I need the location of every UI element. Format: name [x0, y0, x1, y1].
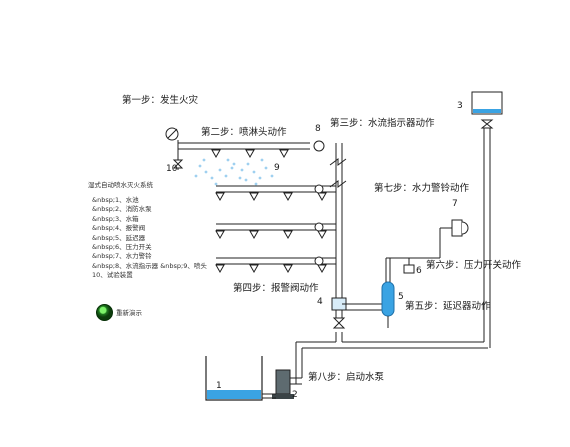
component-number-9: 9 [274, 163, 280, 173]
sprinkler-head-icon [317, 264, 327, 274]
component-number-7: 7 [452, 199, 458, 209]
retard-chamber-icon [381, 281, 395, 317]
legend-list: &nbsp;1、水池 &nbsp;2、消防水泵 &nbsp;3、水箱 &nbsp… [92, 196, 207, 281]
tank-icon [471, 91, 503, 115]
valve-icon [172, 159, 184, 169]
sprinkler-head-icon [215, 192, 225, 202]
valve-icon [480, 119, 494, 129]
pressure-switch [390, 257, 415, 274]
valve-icon [332, 317, 346, 329]
test-device [165, 127, 184, 170]
step-5-label: 第五步：延迟器动作 [405, 301, 491, 312]
legend-item: 10、试验装置 [92, 271, 133, 280]
legend-item: &nbsp;7、水力警铃 [92, 252, 152, 261]
legend-item: &nbsp;8、水流指示器 &nbsp;9、喷头 [92, 261, 207, 270]
component-number-8: 8 [315, 124, 321, 134]
sprinkler-head-icon [279, 149, 289, 159]
top-main-pipe [178, 142, 310, 150]
step-1-label: 第一步：发生火灾 [122, 95, 199, 106]
sprinkler-head-icon [283, 192, 293, 202]
component-number-10: 10 [166, 164, 178, 174]
flow-indicator-icon [314, 222, 324, 232]
water-bell-icon [451, 219, 463, 237]
step-4-label: 第四步：报警阀动作 [233, 283, 319, 294]
legend-item: &nbsp;5、延迟器 [92, 233, 146, 242]
component-number-2: 2 [292, 390, 298, 400]
legend-item: &nbsp;1、水池 [92, 196, 139, 204]
component-number-1: 1 [216, 381, 222, 391]
step-8-label: 第八步：启动水泵 [308, 372, 385, 383]
component-number-5: 5 [398, 292, 404, 302]
pipe-break-marks [329, 158, 347, 188]
component-number-3: 3 [457, 101, 463, 111]
legend-title: 湿式自动喷水灭火系统 [88, 181, 153, 189]
flow-indicator-icon [314, 256, 324, 266]
sprinkler-head-icon [249, 230, 259, 240]
replay-button[interactable] [96, 304, 113, 321]
sprinkler-head-icon [249, 192, 259, 202]
elevated-tank [471, 91, 503, 129]
step-7-label: 第七步：水力警铃动作 [374, 183, 470, 194]
sprinkler-head-icon [245, 149, 255, 159]
legend-item: &nbsp;2、消防水泵 [92, 205, 152, 214]
sprinkler-head-icon [215, 230, 225, 240]
step-3-label: 第三步：水流指示器动作 [330, 118, 435, 129]
step-2-label: 第二步：喷淋头动作 [201, 127, 287, 138]
pressure-switch-icon [403, 264, 415, 274]
sprinkler-head-icon [215, 264, 225, 274]
flow-indicator-icon [314, 184, 324, 194]
sprinkler-head-icon [283, 230, 293, 240]
replay-label[interactable]: 重新演示 [116, 309, 142, 317]
sprinkler-head-icon [249, 264, 259, 274]
alarm-valve [331, 297, 347, 329]
component-number-6: 6 [416, 266, 422, 276]
fire-pump [262, 369, 302, 399]
sprinkler-head-icon [211, 149, 221, 159]
sprinkler-head-icon [317, 192, 327, 202]
pool-icon [205, 356, 263, 401]
pump-icon [275, 369, 291, 395]
retard-chamber [342, 258, 395, 328]
legend-item: &nbsp;6、压力开关 [92, 243, 152, 252]
spray-droplets [194, 158, 274, 186]
legend-item: &nbsp;4、报警阀 [92, 224, 146, 233]
water-bell [386, 219, 469, 259]
supply-pipes [295, 128, 491, 378]
flow-indicator-icon [313, 140, 325, 152]
step-6-label: 第六步：压力开关动作 [426, 260, 522, 271]
sprinkler-heads [211, 149, 327, 274]
legend-item: &nbsp;3、水箱 [92, 214, 139, 223]
pool [205, 356, 263, 401]
component-number-4: 4 [317, 297, 323, 307]
sprinkler-head-icon [317, 230, 327, 240]
sprinkler-head-icon [283, 264, 293, 274]
